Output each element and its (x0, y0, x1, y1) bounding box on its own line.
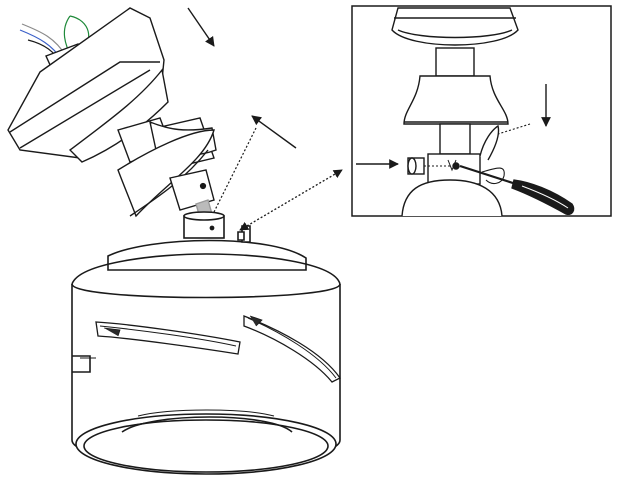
ceiling-canopy (7, 7, 169, 163)
blade-slot-right (243, 315, 341, 383)
lift-arrow (251, 115, 297, 149)
rod-dotted-guide (213, 127, 257, 213)
downrod-pin-detail (351, 5, 612, 217)
clevis-dotted-arrow (497, 123, 531, 135)
motor-coupler (183, 211, 251, 243)
blade-slot-left (95, 321, 241, 355)
inset-pointer-arrow (239, 169, 343, 231)
downrod-hanger (117, 117, 217, 219)
screwdriver-tool (459, 164, 575, 216)
lower-canopy-arrow (187, 7, 215, 47)
